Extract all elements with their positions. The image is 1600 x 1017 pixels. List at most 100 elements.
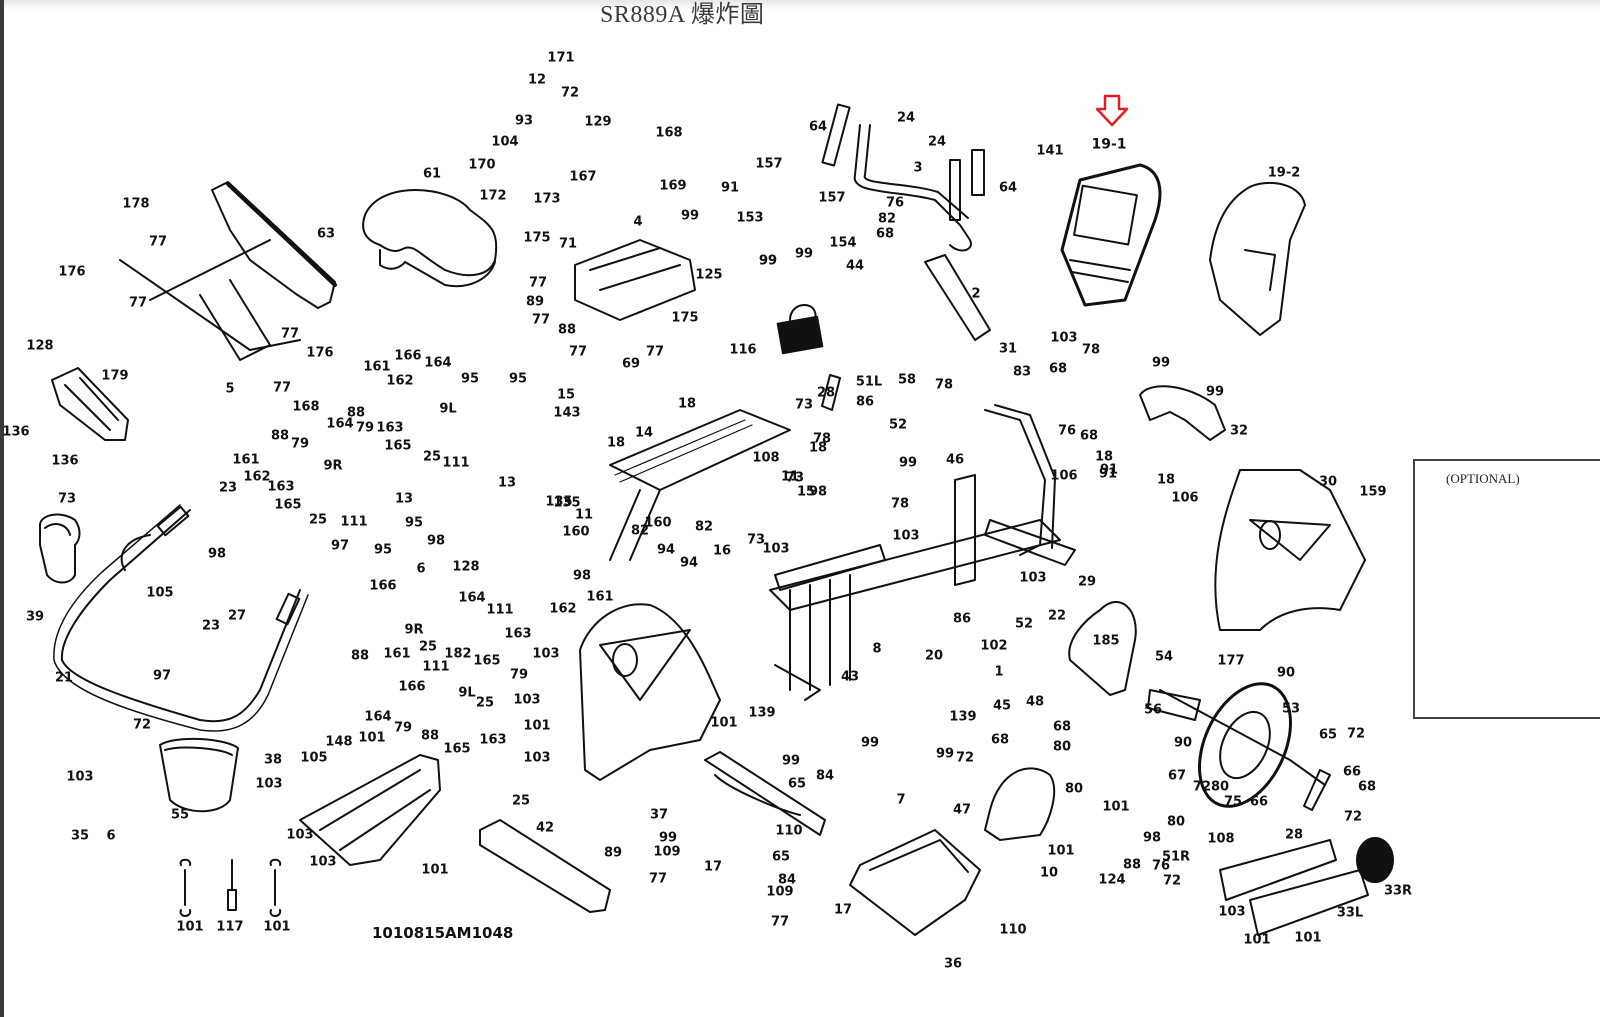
part-label: 135 <box>553 495 581 511</box>
part-label: 103 <box>1218 904 1246 920</box>
part-label: 56 <box>1143 702 1163 718</box>
part-label: 71 <box>558 236 578 252</box>
part-label: 93 <box>514 113 534 129</box>
part-label: 13 <box>394 491 414 507</box>
part-label: 22 <box>1047 608 1067 624</box>
part-cup-holder <box>39 513 81 584</box>
part-label: 135 <box>545 494 573 510</box>
part-label: 103 <box>66 769 94 785</box>
part-label: 110 <box>775 823 803 839</box>
part-label: 2 <box>971 286 981 302</box>
part-label: 163 <box>376 420 404 436</box>
part-label: 17 <box>703 859 723 875</box>
part-label: 172 <box>479 188 507 204</box>
part-label: 46 <box>945 452 965 468</box>
part-label: 141 <box>1036 143 1064 159</box>
part-label: 91 <box>720 180 740 196</box>
part-label: 164 <box>458 590 486 606</box>
part-label: 54 <box>1154 649 1174 665</box>
part-label: 88 <box>346 405 366 421</box>
part-label: 78 <box>812 431 832 447</box>
part-label: 32 <box>1229 423 1249 439</box>
part-label: 28 <box>1284 827 1304 843</box>
part-label: 108 <box>752 450 780 466</box>
part-label: 68 <box>1357 779 1377 795</box>
part-label: 164 <box>326 416 354 432</box>
part-label: 80 <box>1052 739 1072 755</box>
part-label: 165 <box>473 653 501 669</box>
part-label: 30 <box>1318 474 1338 490</box>
part-label: 9R <box>404 622 424 638</box>
part-label: 176 <box>58 264 86 280</box>
part-label: 143 <box>553 405 581 421</box>
part-label: 175 <box>671 310 699 326</box>
part-label: 103 <box>532 646 560 662</box>
part-label: 173 <box>533 191 561 207</box>
part-label: 80 <box>1064 781 1084 797</box>
part-label: 163 <box>479 732 507 748</box>
part-label: 99 <box>758 253 778 269</box>
part-label: 89 <box>525 294 545 310</box>
part-label: 72 <box>1343 809 1363 825</box>
part-label: 129 <box>584 114 612 130</box>
part-label: 161 <box>232 452 260 468</box>
part-label: 67 <box>1167 768 1187 784</box>
part-label: 77 <box>280 326 300 342</box>
part-label: 124 <box>1098 872 1126 888</box>
part-label: 99 <box>860 735 880 751</box>
part-label: 31 <box>998 341 1018 357</box>
part-label: 101 <box>263 919 291 935</box>
part-label: 111 <box>486 602 514 618</box>
part-label: 35 <box>70 828 90 844</box>
part-label: 1 <box>994 664 1004 680</box>
part-label: 178 <box>122 196 150 212</box>
part-label: 97 <box>152 668 172 684</box>
part-label: 58 <box>897 372 917 388</box>
part-label: 165 <box>443 741 471 757</box>
part-label: 82 <box>877 211 897 227</box>
part-label: 154 <box>829 235 857 251</box>
optional-parts-title: (OPTIONAL) <box>1446 471 1520 486</box>
part-label: 88 <box>270 428 290 444</box>
part-label: 162 <box>243 469 271 485</box>
part-label: 77 <box>770 914 790 930</box>
part-label: 23 <box>201 618 221 634</box>
viewer-left-border <box>0 0 4 1017</box>
part-label: 169 <box>659 178 687 194</box>
part-label: 160 <box>562 524 590 540</box>
part-label: 13 <box>497 475 517 491</box>
part-bottle-holder <box>159 737 239 813</box>
part-label: 159 <box>1359 484 1387 500</box>
part-label: 11 <box>780 469 800 485</box>
part-label: 14 <box>634 425 654 441</box>
part-label: 82 <box>630 523 650 539</box>
part-label: 36 <box>943 956 963 972</box>
part-label: 9L <box>458 685 476 701</box>
part-label: 94 <box>679 555 699 571</box>
part-label: 103 <box>523 750 551 766</box>
part-label: 84 <box>815 768 835 784</box>
part-label: 77 <box>531 312 551 328</box>
part-foot-pad <box>51 367 129 441</box>
part-label: 25 <box>308 512 328 528</box>
part-label: 117 <box>216 919 244 935</box>
part-label: 101 <box>523 718 551 734</box>
part-label: 128 <box>452 559 480 575</box>
part-label: 64 <box>808 119 828 135</box>
part-backrest <box>119 181 337 361</box>
part-label: 163 <box>267 479 295 495</box>
part-console-back <box>1209 181 1306 336</box>
optional-parts-box <box>1413 459 1600 719</box>
part-label: 106 <box>1050 468 1078 484</box>
part-label: 77 <box>568 344 588 360</box>
part-label: 68 <box>875 226 895 242</box>
part-label: 52 <box>1014 616 1034 632</box>
part-label: 128 <box>26 338 54 354</box>
part-label: 99 <box>758 253 778 269</box>
part-label: 77 <box>528 275 548 291</box>
part-label: 99 <box>680 208 700 224</box>
part-label: 77 <box>272 380 292 396</box>
part-axle <box>1147 689 1201 721</box>
part-label: 20 <box>924 648 944 664</box>
part-label: 53 <box>1281 701 1301 717</box>
